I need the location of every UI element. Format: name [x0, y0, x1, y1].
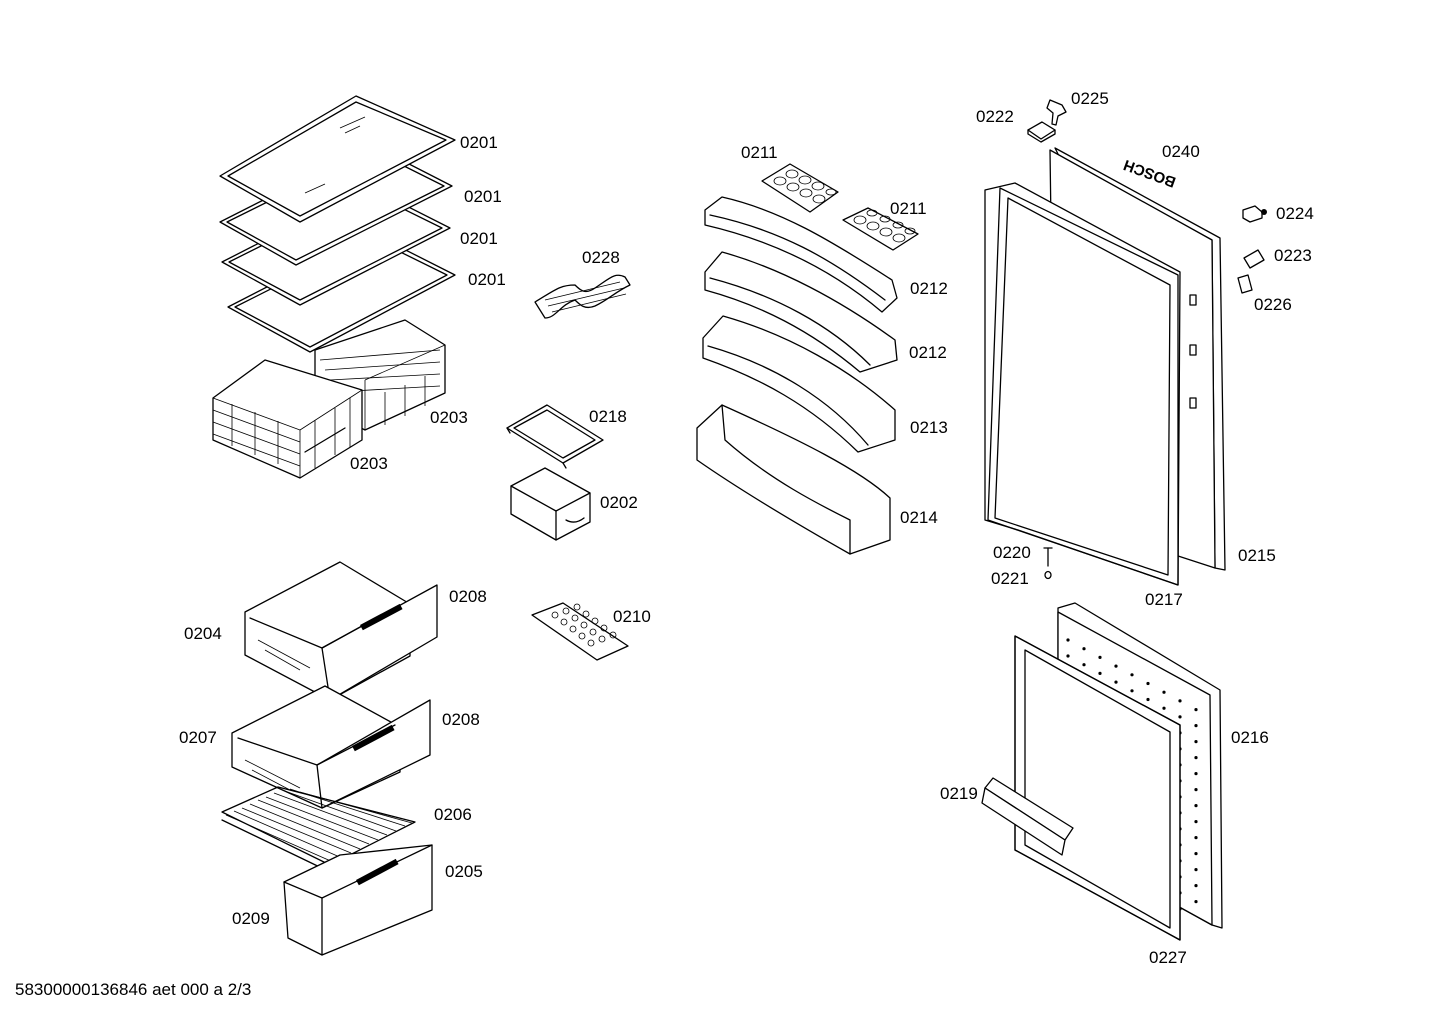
- brand-mark: BOSCH: [1121, 156, 1178, 191]
- liner-dot: [1082, 663, 1086, 667]
- liner-dot: [1194, 740, 1198, 744]
- label-0227: 0227: [1149, 948, 1187, 967]
- label-0222: 0222: [976, 107, 1014, 126]
- liner-dot: [1098, 671, 1102, 676]
- label-0211-a: 0211: [741, 143, 778, 162]
- liner-dot: [1194, 788, 1198, 792]
- label-0240: 0240: [1162, 142, 1200, 161]
- egg-tray-1: [761, 163, 839, 213]
- label-0201-a: 0201: [460, 133, 498, 152]
- liner-dot: [1146, 681, 1150, 686]
- liner-dot: [1130, 673, 1134, 677]
- door-shelf-4-large: [696, 404, 891, 555]
- liner-dot: [1194, 836, 1198, 840]
- sliding-tray: [506, 404, 604, 469]
- label-0201-b: 0201: [464, 187, 502, 206]
- door-shelf-1: [704, 196, 898, 313]
- door-shelf-2: [704, 251, 898, 373]
- door-shelf-3: [702, 315, 896, 453]
- ice-cube-tray: [531, 602, 629, 661]
- liner-dot: [1194, 804, 1198, 808]
- label-0220: 0220: [993, 543, 1031, 562]
- hinge-part-0226: [1237, 274, 1253, 294]
- liner-dot: [1066, 638, 1070, 642]
- label-0203-b: 0203: [350, 454, 388, 473]
- liner-dot: [1130, 689, 1134, 693]
- label-0215: 0215: [1238, 546, 1276, 565]
- label-0208-b: 0208: [442, 710, 480, 729]
- label-0201-c: 0201: [460, 229, 498, 248]
- upper-door-gasket: [984, 182, 1181, 586]
- label-0213: 0213: [910, 418, 948, 437]
- label-0206: 0206: [434, 805, 472, 824]
- label-0219: 0219: [940, 784, 978, 803]
- egg-tray-2: [842, 207, 919, 251]
- label-0212-b: 0212: [909, 343, 947, 362]
- liner-dot: [1178, 715, 1182, 719]
- wire-basket-front: [212, 359, 363, 479]
- label-0210: 0210: [613, 607, 651, 626]
- hinge-cover-0222: [1027, 121, 1056, 143]
- lower-door-gasket: [1014, 635, 1181, 941]
- freezer-drawer-middle: [231, 685, 431, 809]
- screw-0220: [1043, 547, 1053, 567]
- liner-dot: [1194, 900, 1198, 904]
- label-0216: 0216: [1231, 728, 1269, 747]
- hinge-part-0224: [1242, 205, 1267, 223]
- label-0201-d: 0201: [468, 270, 506, 289]
- label-0203-a: 0203: [430, 408, 468, 427]
- liner-dot: [1114, 664, 1118, 668]
- freezer-drawer-top: [244, 561, 438, 701]
- liner-dot: [1114, 680, 1118, 684]
- liner-dot: [1178, 699, 1182, 703]
- label-0224: 0224: [1276, 204, 1314, 223]
- liner-dot: [1194, 852, 1198, 856]
- label-0211-b: 0211: [890, 199, 927, 218]
- liner-dot: [1194, 868, 1198, 872]
- liner-dot: [1066, 654, 1070, 658]
- liner-dot: [1162, 706, 1166, 710]
- liner-dot: [1194, 756, 1198, 760]
- label-0207: 0207: [179, 728, 217, 747]
- bottle-rack: [534, 274, 631, 319]
- part-labels: 0201 0201 0201 0201 0203 0203 0228 0218 …: [179, 89, 1314, 967]
- liner-dot: [1194, 772, 1198, 776]
- label-0218: 0218: [589, 407, 627, 426]
- liner-dot: [1194, 708, 1198, 712]
- label-0202: 0202: [600, 493, 638, 512]
- wire-grid-shelf: [221, 786, 416, 873]
- label-0225: 0225: [1071, 89, 1109, 108]
- small-box: [510, 467, 591, 541]
- glass-shelf-group: [219, 95, 456, 353]
- label-0226: 0226: [1254, 295, 1292, 314]
- label-0221: 0221: [991, 569, 1029, 588]
- door-handle: [981, 777, 1074, 856]
- label-0204: 0204: [184, 624, 222, 643]
- label-0208-a: 0208: [449, 587, 487, 606]
- washer-0221: [1044, 570, 1052, 580]
- liner-dot: [1146, 697, 1150, 702]
- hinge-part-0225: [1046, 99, 1067, 126]
- freezer-drawer-bottom: [283, 844, 433, 956]
- label-0209: 0209: [232, 909, 270, 928]
- liner-dot: [1194, 884, 1198, 888]
- label-0205: 0205: [445, 862, 483, 881]
- liner-dot: [1162, 690, 1166, 694]
- hinge-part-0223: [1243, 249, 1265, 269]
- liner-dot: [1194, 820, 1198, 824]
- label-0214: 0214: [900, 508, 938, 527]
- label-0212-a: 0212: [910, 279, 948, 298]
- label-0228: 0228: [582, 248, 620, 267]
- document-code: 58300000136846 aet 000 a 2/3: [15, 980, 252, 999]
- glass-shelf-1: [219, 95, 456, 223]
- liner-dot: [1098, 655, 1102, 660]
- label-0223: 0223: [1274, 246, 1312, 265]
- liner-dot: [1082, 647, 1086, 651]
- liner-dot: [1194, 724, 1198, 728]
- label-0217: 0217: [1145, 590, 1183, 609]
